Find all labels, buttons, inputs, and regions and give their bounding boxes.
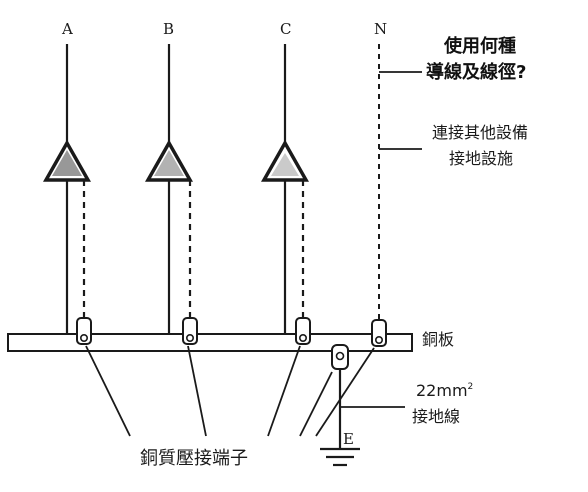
arrester-c — [260, 139, 310, 182]
terminal-callouts — [85, 345, 375, 437]
wire-size-label: 22mm2 — [416, 381, 473, 400]
phase-label-n: N — [374, 20, 387, 38]
terminal-label: 銅質壓接端子 — [140, 448, 248, 469]
connect-line-1: 連接其他設備 — [432, 123, 528, 142]
callout-b — [187, 345, 207, 437]
callout-a — [85, 345, 131, 437]
wire-size-value: 22mm — [416, 381, 468, 400]
arrester-a — [42, 139, 92, 182]
ground-terminal — [331, 344, 349, 370]
phase-conductors — [65, 44, 287, 340]
copper-plate — [7, 333, 413, 352]
phase-label-b: B — [163, 20, 174, 38]
phase-label-c: C — [280, 20, 291, 38]
terminal-n — [371, 319, 387, 347]
copper-plate-label: 銅板 — [422, 330, 454, 349]
phase-label-a: A — [61, 20, 73, 38]
question-line-1: 使用何種 — [443, 35, 516, 57]
terminal-a — [76, 317, 92, 345]
earth-label: E — [343, 430, 354, 448]
terminal-c — [295, 317, 311, 345]
connect-line-2: 接地設施 — [449, 149, 513, 168]
callout-ground — [299, 371, 333, 437]
ground-wire-label: 接地線 — [412, 407, 460, 426]
callout-n — [315, 347, 375, 437]
wire-size-superscript: 2 — [468, 382, 474, 392]
terminal-b — [182, 317, 198, 345]
callout-c — [267, 345, 301, 437]
ground-symbol-icon — [320, 447, 360, 467]
arrester-b — [144, 139, 194, 182]
question-line-2: 導線及線徑? — [426, 61, 526, 83]
ground-leads — [82, 180, 305, 320]
